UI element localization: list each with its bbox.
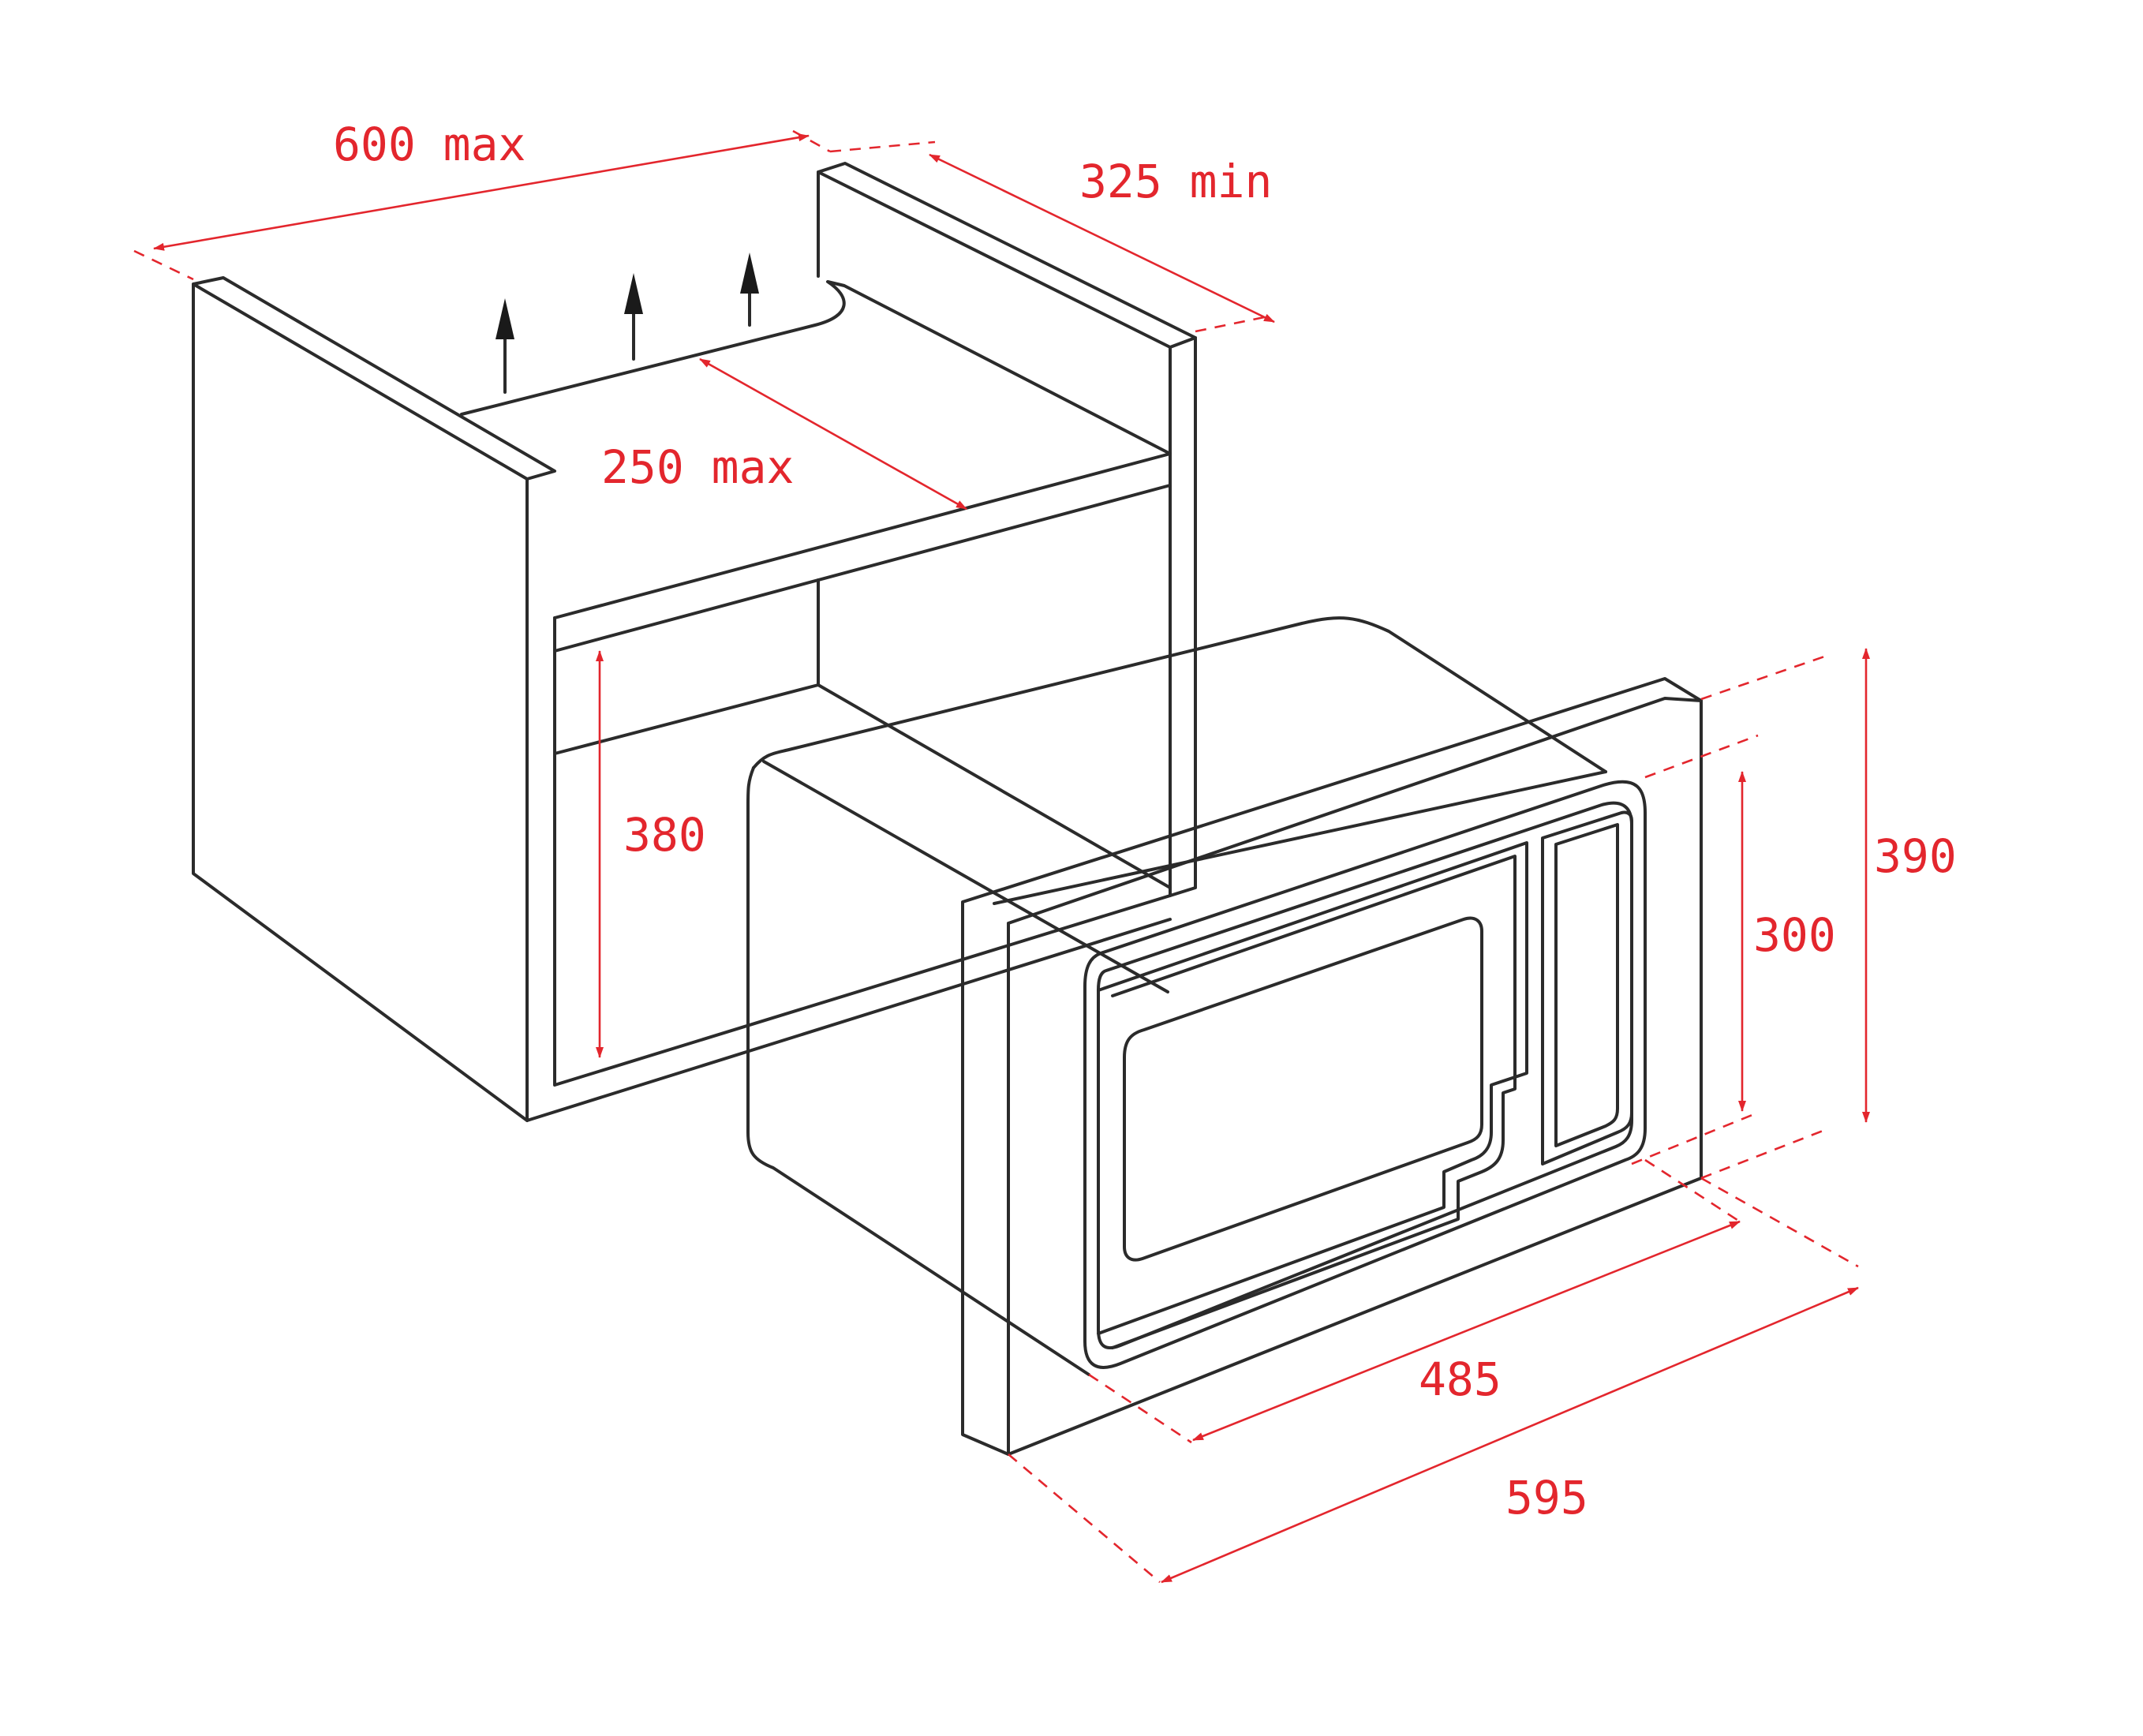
cabinet-shelf-top	[553, 452, 1172, 619]
appliance-front-top-edge	[993, 770, 1607, 905]
appliance-front-inner	[1097, 801, 1633, 1350]
cabinet-bottom-edge	[525, 918, 1172, 1122]
dimension-labels: 600 max 325 min 250 max 380 390 300 485 …	[333, 118, 1957, 1525]
cabinet-left-panel	[192, 276, 556, 1122]
appliance	[746, 616, 1703, 1456]
extension-lines	[133, 129, 1859, 1583]
ventilation-arrows	[496, 253, 759, 394]
frame-inner	[1007, 697, 1703, 1456]
frame-outer	[961, 677, 1703, 1456]
cabinet-floor-diagonal	[817, 683, 1172, 889]
label-appliance-height: 300	[1753, 908, 1836, 962]
cabinet-back-panel	[817, 162, 1197, 349]
dim-line-appliance-width	[1192, 1220, 1741, 1442]
label-appliance-width: 485	[1419, 1353, 1502, 1406]
cabinet-shelf-front	[553, 452, 1172, 653]
ventilation-arrow-icon	[496, 298, 514, 394]
door-inner-outline	[1111, 855, 1517, 1349]
door-outline	[1097, 841, 1528, 1335]
ventilation-arrow-icon	[624, 273, 643, 361]
control-panel	[1541, 810, 1633, 1165]
dimension-lines	[153, 133, 1870, 1584]
control-panel-inner	[1554, 823, 1619, 1147]
dim-line-vent-depth	[699, 357, 967, 511]
cabinet-top-rim	[460, 280, 1172, 455]
appliance-left-side	[746, 766, 1090, 1376]
cabinet	[192, 162, 1197, 1122]
label-width-max: 600 max	[333, 118, 525, 171]
label-depth-min: 325 min	[1079, 155, 1272, 208]
label-frame-height: 390	[1874, 829, 1957, 883]
cabinet-back-panel-edge	[1169, 336, 1197, 897]
ventilation-arrow-icon	[740, 253, 759, 327]
label-vent-depth-max: 250 max	[601, 440, 794, 494]
label-opening-height: 380	[623, 808, 706, 862]
door-window	[1123, 916, 1483, 1262]
dim-line-depth-min	[929, 153, 1275, 324]
label-frame-width: 595	[1505, 1471, 1588, 1525]
appliance-top	[752, 616, 1607, 773]
appliance-front	[1083, 780, 1647, 1369]
cabinet-floor	[553, 649, 1172, 1087]
dim-line-width-max	[153, 133, 810, 251]
dim-line-frame-width	[1161, 1286, 1859, 1584]
